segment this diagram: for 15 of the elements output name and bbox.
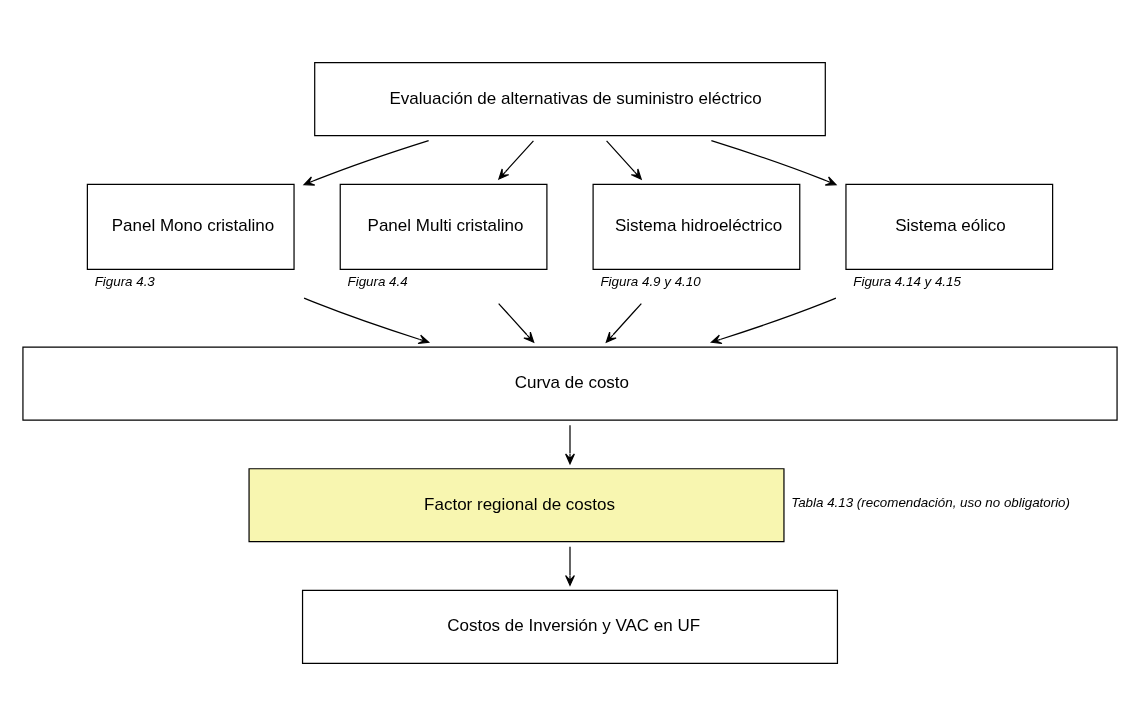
arrow — [498, 302, 535, 343]
arrow — [565, 545, 575, 586]
arrow — [498, 139, 535, 180]
arrow — [303, 139, 430, 186]
node-label: Tabla 4.13 (recomendación, uso no obligatorio) — [791, 494, 1071, 510]
node-label: Figura 4.9 y 4.10 — [600, 273, 701, 289]
node-label: Figura 4.14 y 4.15 — [853, 273, 961, 289]
arrow — [710, 139, 837, 186]
node-label: Figura 4.3 — [94, 273, 155, 289]
arrow — [303, 297, 430, 344]
node-label: Figura 4.4 — [347, 273, 408, 289]
arrow — [565, 424, 575, 464]
arrow — [710, 297, 837, 344]
arrow — [605, 139, 642, 180]
arrow — [605, 302, 642, 343]
